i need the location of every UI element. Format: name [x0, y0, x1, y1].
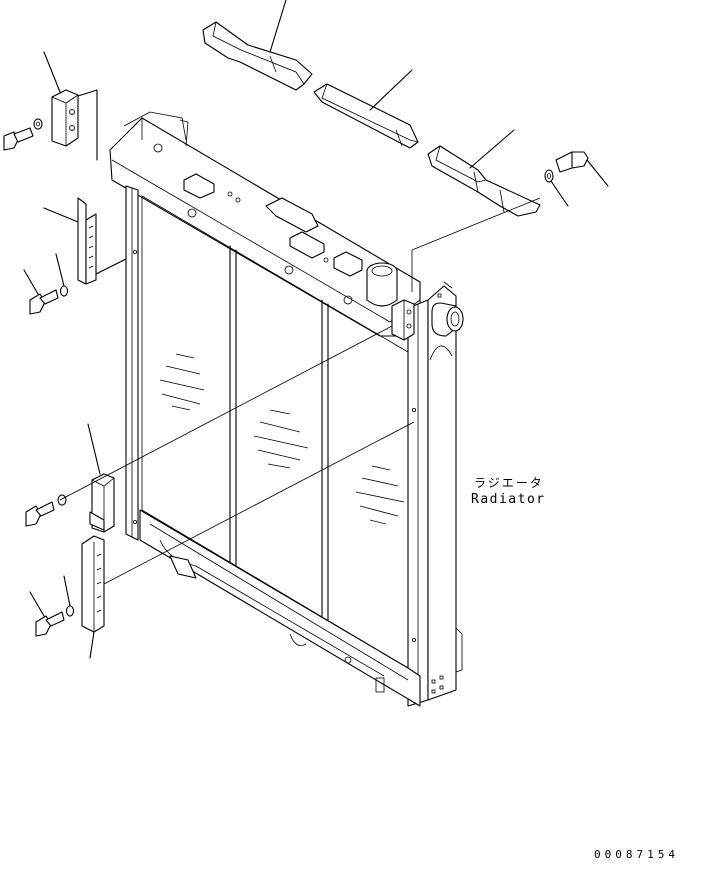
radiator-label-english: Radiator	[471, 492, 546, 507]
top-cover-left	[202, 0, 313, 91]
radiator-label-japanese: ラジエータ	[474, 476, 544, 490]
radiator-core	[109, 111, 463, 707]
bolt-icon	[23, 269, 59, 315]
bracket-icon	[87, 423, 115, 533]
radiator-cap-icon	[431, 281, 464, 337]
top-cover-right	[427, 129, 541, 217]
cover-plate-icon	[81, 535, 105, 659]
bracket-icon	[43, 51, 98, 161]
bolt-icon	[29, 591, 65, 637]
bolt-icon	[3, 127, 34, 151]
bolt-icon	[555, 151, 609, 187]
drawing-number: 00087154	[594, 848, 679, 861]
bolt-icon	[25, 501, 55, 527]
washer-icon	[544, 169, 569, 207]
cover-plate-icon	[43, 197, 133, 285]
top-cover-middle	[313, 69, 419, 149]
washer-icon	[33, 118, 43, 130]
washer-icon	[57, 494, 67, 506]
alignment-lines	[59, 197, 541, 585]
washer-icon	[63, 575, 75, 617]
washer-icon	[55, 253, 69, 297]
bracket-icon	[391, 299, 415, 341]
